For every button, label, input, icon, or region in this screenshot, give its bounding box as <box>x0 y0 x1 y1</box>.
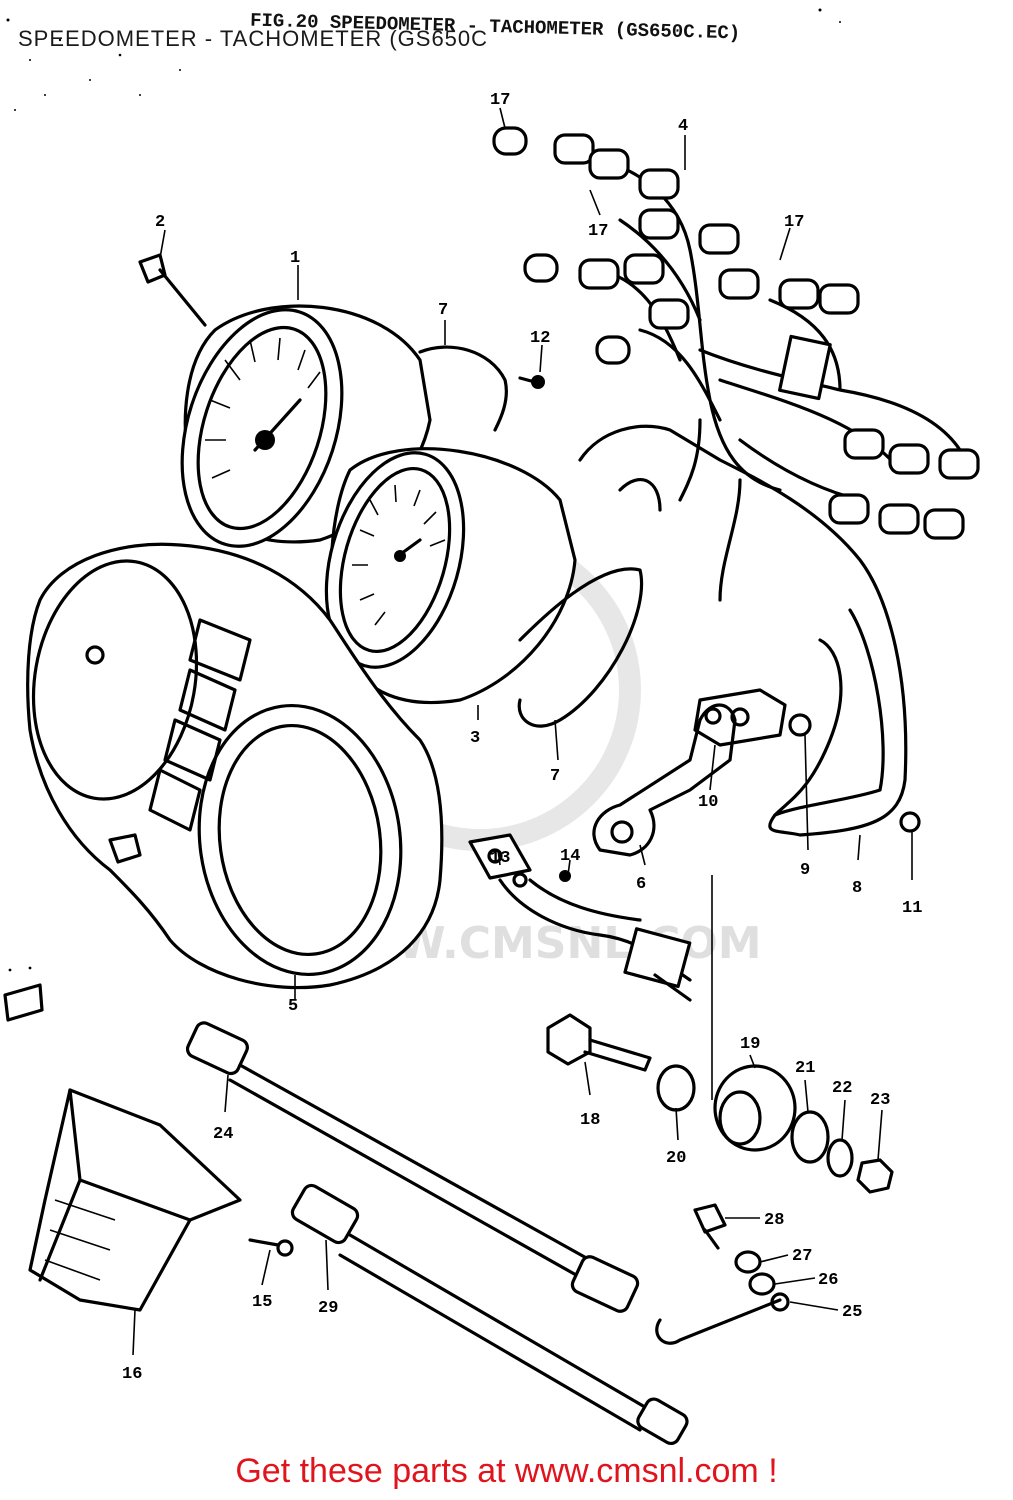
part-label: 17 <box>784 213 804 232</box>
socket-part-10 <box>693 688 812 747</box>
part-label: 25 <box>842 1303 862 1322</box>
grommet-part-9 <box>788 713 812 737</box>
part-label: 13 <box>490 849 510 868</box>
grommet-part-19 <box>713 1064 797 1152</box>
tachometer <box>324 447 577 705</box>
part-label: 18 <box>580 1111 600 1130</box>
bolt-part-18 <box>546 1013 652 1072</box>
meter-housing-part-8 <box>578 424 908 837</box>
nut-part-11 <box>899 811 921 833</box>
part-label: 19 <box>740 1035 760 1054</box>
screw-part-2 <box>138 253 207 327</box>
part-label: 15 <box>252 1293 272 1312</box>
part-label: 12 <box>530 329 550 348</box>
clip-part-25 <box>655 1298 782 1345</box>
part-label: 5 <box>288 997 298 1016</box>
washer-part-21 <box>790 1110 830 1164</box>
part-label: 7 <box>438 301 448 320</box>
part-label: 7 <box>550 767 560 786</box>
screw-part-12 <box>518 375 545 389</box>
part-label: 2 <box>155 213 165 232</box>
part-label: 20 <box>666 1149 686 1168</box>
part-label: 28 <box>764 1211 784 1230</box>
washer-part-20 <box>656 1064 696 1112</box>
nut-part-23 <box>856 1158 894 1194</box>
washer-part-27 <box>734 1250 762 1274</box>
connector-part-13 <box>468 833 692 1002</box>
tachometer-cable-part-29 <box>290 1183 689 1446</box>
bracket-part-6 <box>592 703 737 857</box>
scan-noise <box>6 8 841 972</box>
bulb-sockets <box>553 133 980 540</box>
part-label: 4 <box>678 117 688 136</box>
speedometer-cable-part-24 <box>185 1021 640 1313</box>
cover-part-16 <box>28 1088 242 1312</box>
part-label: 23 <box>870 1091 890 1110</box>
part-label: 16 <box>122 1365 142 1384</box>
washer-part-22 <box>826 1138 854 1178</box>
part-label: 24 <box>213 1125 233 1144</box>
part-label: 6 <box>636 875 646 894</box>
part-label: 9 <box>800 861 810 880</box>
part-label: 21 <box>795 1059 815 1078</box>
edge-mark <box>3 983 44 1022</box>
part-label: 1 <box>290 249 300 268</box>
screw-part-15 <box>248 1238 294 1257</box>
wiring-harness-part-4 <box>492 126 980 602</box>
washer-part-26 <box>748 1272 776 1296</box>
part-label: 17 <box>588 222 608 241</box>
part-label: 22 <box>832 1079 852 1098</box>
meter-case <box>26 542 444 990</box>
part-label: 14 <box>560 847 580 866</box>
part-label: 3 <box>470 729 480 748</box>
gasket-part-7 <box>418 345 643 728</box>
page-title: SPEEDOMETER - TACHOMETER (GS650C <box>18 26 489 51</box>
bolt-part-28 <box>693 1203 727 1250</box>
part-label: 17 <box>490 91 510 110</box>
part-label: 26 <box>818 1271 838 1290</box>
part-label: 8 <box>852 879 862 898</box>
leader-lines <box>132 107 913 1356</box>
part-label: 27 <box>792 1247 812 1266</box>
part-number-labels: 1 2 3 4 5 6 7 7 8 9 10 11 12 13 14 15 15… <box>122 91 922 1384</box>
part-label: 11 <box>902 899 922 918</box>
footer-link-text[interactable]: Get these parts at www.cmsnl.com ! <box>235 1452 778 1490</box>
part-label: 10 <box>698 793 718 812</box>
part-label: 29 <box>318 1299 338 1318</box>
bulbs-part-17 <box>492 126 631 365</box>
